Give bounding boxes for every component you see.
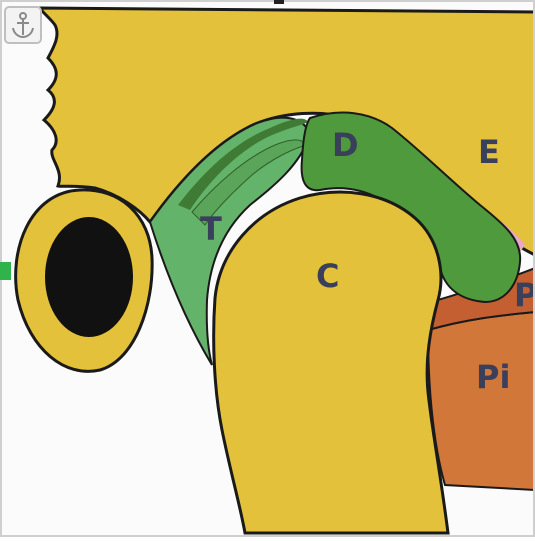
label-pi: Pi [476,358,510,396]
ear-canal [45,217,133,337]
label-p: P [514,276,535,314]
top-mark [274,0,284,4]
label-d: D [332,126,359,164]
condyle [214,192,448,533]
label-t: T [200,210,222,248]
muscle-lower [428,312,535,490]
corner-badge[interactable] [4,6,42,44]
anchor-icon [6,8,40,42]
label-c: C [316,257,339,295]
left-edge-marker [0,262,11,280]
label-e: E [478,133,500,171]
